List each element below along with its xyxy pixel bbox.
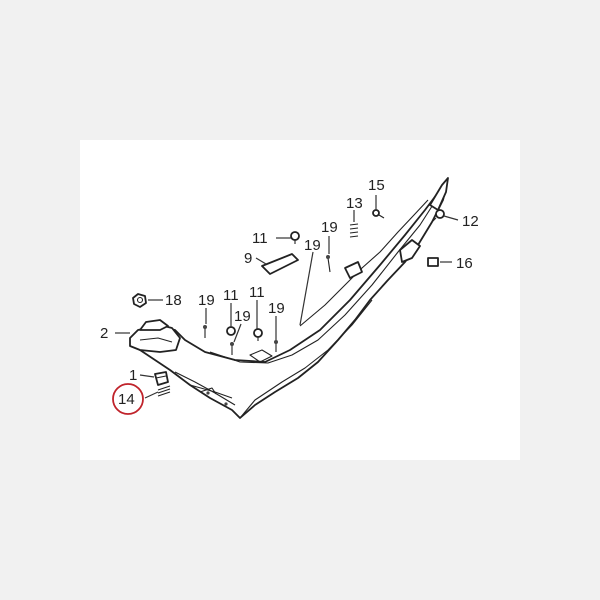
label-11-upper: 11: [252, 230, 268, 247]
label-11-right: 11: [249, 284, 265, 301]
leader-lines: [115, 195, 459, 399]
fasteners: [203, 209, 445, 355]
label-14: 14: [118, 391, 135, 408]
highlight-circle: [112, 383, 144, 415]
label-13: 13: [346, 195, 363, 212]
part-labels: 15 12 13 19 11 19 16 9 18 19 11 11 2 19 …: [100, 177, 479, 384]
label-9: 9: [244, 250, 252, 267]
label-1: 1: [129, 367, 137, 384]
pad-part: [261, 253, 299, 275]
label-19-upper: 19: [321, 219, 338, 236]
label-19-center: 19: [234, 308, 251, 325]
spring-part: [157, 385, 171, 397]
label-2: 2: [100, 325, 108, 342]
nut-part: [132, 293, 147, 308]
bracket-part: [129, 319, 181, 353]
label-11-mid: 11: [223, 287, 239, 304]
label-18: 18: [165, 292, 182, 309]
highlight-callout: 14: [112, 383, 144, 415]
rear-cowl-body: [139, 177, 449, 419]
label-16: 16: [456, 255, 473, 272]
label-15: 15: [368, 177, 385, 194]
label-19-mid: 19: [304, 237, 321, 254]
label-19-left: 19: [198, 292, 215, 309]
label-12: 12: [462, 213, 479, 230]
grommet-part: [154, 371, 169, 386]
label-19-right: 19: [268, 300, 285, 317]
